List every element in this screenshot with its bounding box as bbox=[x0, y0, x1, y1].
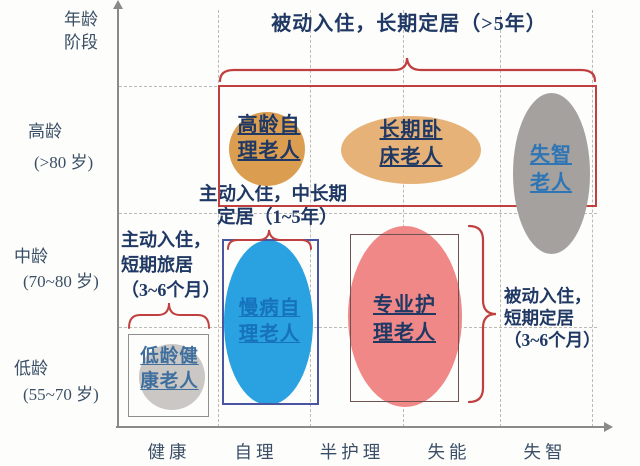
grid-vertical-line-4 bbox=[500, 10, 501, 427]
longterm-bedridden-label: 长期卧 床老人 bbox=[351, 117, 471, 171]
professional-care-label: 专业护 理老人 bbox=[349, 291, 460, 347]
professional-care-label-line2: 理老人 bbox=[373, 322, 436, 344]
senior-selfcare-label-line2: 理老人 bbox=[237, 140, 301, 162]
brace-left-icon bbox=[128, 302, 210, 329]
row-label-senior: 高龄 bbox=[28, 122, 62, 141]
young-healthy-label: 低龄健 康老人 bbox=[126, 345, 213, 395]
longterm-bedridden-label-line2: 床老人 bbox=[379, 146, 443, 168]
brace-chronic bbox=[226, 227, 313, 251]
chronic-selfcare-label-line1: 慢病自 bbox=[238, 298, 301, 319]
annotation-passive-longterm: 被动入住，长期定居（>5年） bbox=[271, 13, 547, 35]
y-axis-line bbox=[117, 7, 119, 427]
chronic-selfcare-ellipse bbox=[224, 240, 313, 405]
annotation-passive-shortterm: 被动入住， 短期定居 （3~6个月） bbox=[504, 285, 601, 351]
x-label-healthy: 健康 bbox=[147, 442, 191, 462]
annotation-active-midterm: 主动入住，中长期 定居（1~5年） bbox=[199, 184, 347, 229]
dementia-label-line1: 失智 bbox=[530, 144, 572, 166]
row-range-senior: (>80 岁) bbox=[34, 153, 94, 172]
chronic-selfcare-box bbox=[222, 239, 319, 405]
young-healthy-circle bbox=[139, 344, 205, 410]
annotation-active-shortstay-line1: 主动入住， bbox=[121, 230, 211, 250]
brace-top bbox=[218, 54, 597, 83]
young-healthy-label-line1: 低龄健 bbox=[140, 347, 199, 367]
x-label-disabled: 失能 bbox=[427, 442, 471, 462]
longterm-bedridden-label-line1: 长期卧 bbox=[379, 119, 443, 141]
x-axis-arrow-icon bbox=[604, 422, 613, 432]
annotation-active-shortstay-line3: （3~6个月） bbox=[121, 280, 221, 300]
row-label-young: 低龄 bbox=[14, 359, 48, 378]
annotation-passive-shortterm-line1: 被动入住， bbox=[504, 286, 592, 306]
annotation-passive-shortterm-line2: 短期定居 bbox=[504, 308, 574, 328]
annotation-active-midterm-line2: 定居（1~5年） bbox=[217, 207, 338, 228]
brace-right-icon bbox=[467, 224, 497, 404]
row-range-middle: (70~80 岁) bbox=[23, 272, 99, 291]
y-axis-title-line1: 年龄 bbox=[64, 10, 98, 29]
grid-vertical-line-2 bbox=[310, 10, 311, 427]
grid-horizontal-line-2 bbox=[119, 213, 597, 214]
professional-care-ellipse bbox=[348, 226, 462, 407]
x-label-selfcare: 自理 bbox=[234, 442, 278, 462]
brace-left bbox=[127, 300, 212, 330]
chronic-selfcare-label: 慢病自 理老人 bbox=[221, 296, 318, 348]
brace-top-icon bbox=[218, 57, 597, 83]
grid-vertical-line-5 bbox=[592, 10, 593, 427]
chronic-selfcare-label-line2: 理老人 bbox=[238, 324, 301, 345]
brace-right bbox=[466, 224, 499, 404]
annotation-active-midterm-line1: 主动入住，中长期 bbox=[199, 185, 348, 205]
senior-selfcare-circle bbox=[229, 112, 305, 186]
row-label-middle: 中龄 bbox=[14, 247, 48, 266]
senior-selfcare-label: 高龄自 理老人 bbox=[219, 112, 319, 164]
annotation-active-shortstay-line2: 短期旅居 bbox=[121, 255, 193, 275]
professional-care-label-line1: 专业护 bbox=[373, 294, 436, 316]
dementia-label-line2: 老人 bbox=[530, 172, 572, 194]
y-axis-arrow-icon bbox=[113, 0, 123, 9]
young-healthy-label-line2: 康老人 bbox=[140, 372, 199, 392]
annotation-passive-shortterm-line3: （3~6个月） bbox=[504, 330, 601, 350]
grid-vertical-line-3 bbox=[403, 10, 404, 427]
x-label-semicare: 半护理 bbox=[319, 442, 385, 462]
dementia-label: 失智 老人 bbox=[511, 141, 591, 197]
y-axis-title: 年龄 阶段 bbox=[30, 8, 98, 54]
annotation-active-shortstay: 主动入住， 短期旅居 （3~6个月） bbox=[121, 228, 220, 303]
young-healthy-box bbox=[128, 334, 209, 417]
professional-care-box bbox=[350, 234, 459, 402]
brace-chronic-icon bbox=[227, 229, 312, 250]
longterm-bedridden-ellipse bbox=[341, 116, 481, 184]
senior-selfcare-label-line1: 高龄自 bbox=[237, 114, 301, 136]
dementia-ellipse bbox=[513, 93, 590, 254]
x-axis-line bbox=[116, 426, 607, 428]
y-axis-title-line2: 阶段 bbox=[64, 33, 98, 52]
x-label-dementia: 失智 bbox=[523, 442, 567, 462]
senior-row-red-box bbox=[218, 85, 597, 207]
grid-vertical-line-1 bbox=[218, 10, 219, 427]
row-range-young: (55~70 岁) bbox=[23, 385, 99, 404]
